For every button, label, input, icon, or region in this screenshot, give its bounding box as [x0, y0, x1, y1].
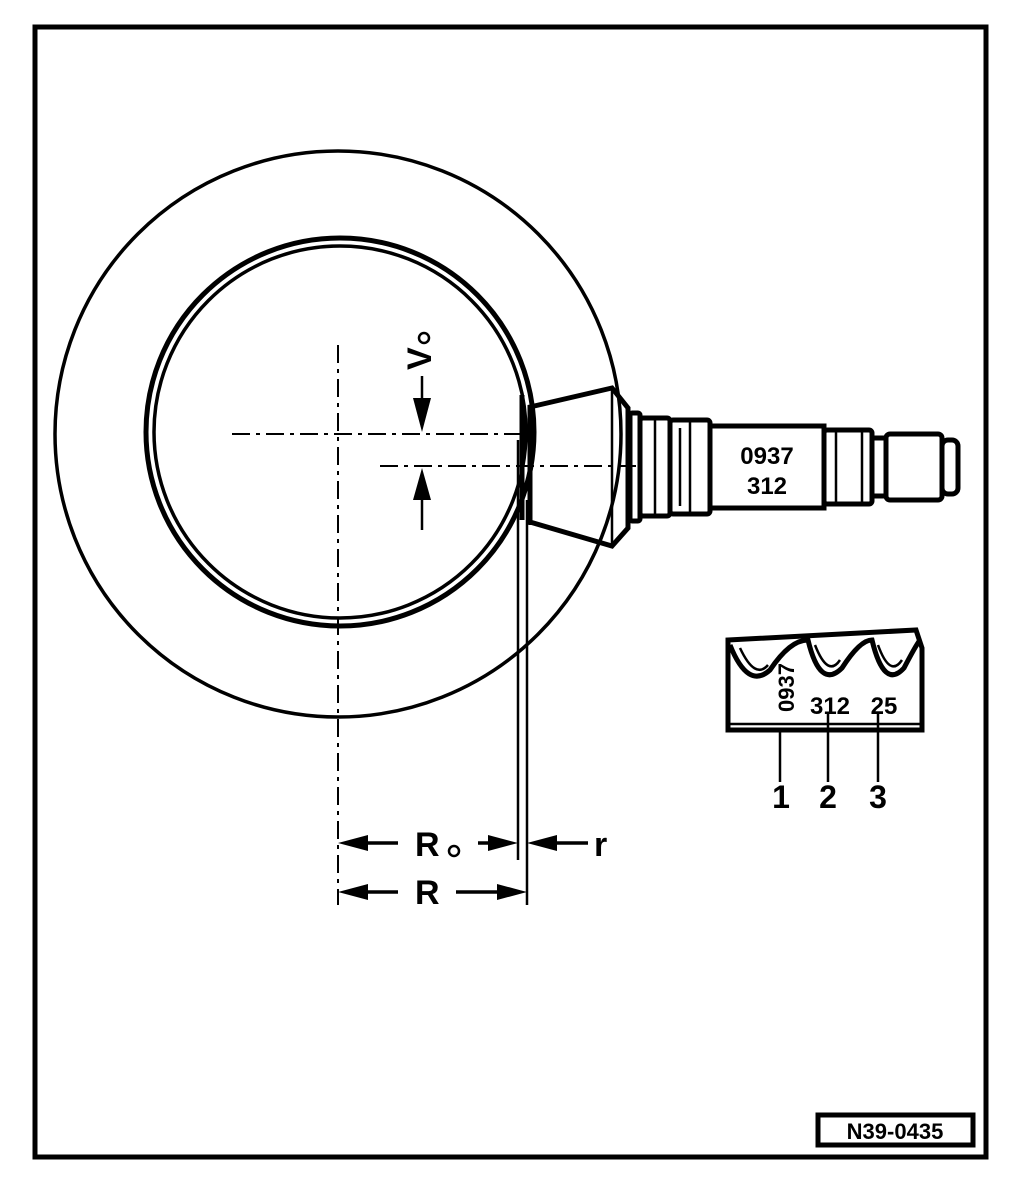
callout-3: 3: [869, 779, 887, 815]
gear-code-1: 0937: [774, 663, 799, 712]
ro-subscript-mark: [447, 844, 461, 858]
ring-gear-outer-circle: [53, 149, 623, 719]
ro-dimension: [338, 835, 518, 851]
r-total-label: R: [415, 874, 440, 912]
pinion-number-bottom: 312: [747, 473, 787, 500]
ro-label: R: [415, 826, 440, 864]
figure-id: N39-0435: [847, 1119, 944, 1144]
ring-gear-inner-circle-b: [152, 244, 528, 620]
callout-2: 2: [819, 779, 837, 815]
pinion-head: [519, 385, 631, 549]
frame-border: [32, 24, 989, 1160]
gear-tooth-detail: [725, 627, 925, 782]
r-total-dimension: [338, 884, 527, 900]
r-dimension: [527, 835, 588, 851]
pinion-shaft: [627, 410, 961, 524]
pinion-number-top: 0937: [740, 443, 793, 470]
gear-code-3: 25: [871, 693, 898, 720]
r-label: r: [594, 826, 607, 864]
figure-id-box: [815, 1112, 976, 1148]
vo-offset-dimension: [413, 376, 431, 530]
ring-gear-inner-circle-a: [143, 235, 537, 629]
callout-1: 1: [772, 779, 790, 815]
vo-label: V: [401, 347, 439, 370]
vo-subscript-mark: [417, 331, 431, 345]
gear-code-2: 312: [810, 693, 850, 720]
